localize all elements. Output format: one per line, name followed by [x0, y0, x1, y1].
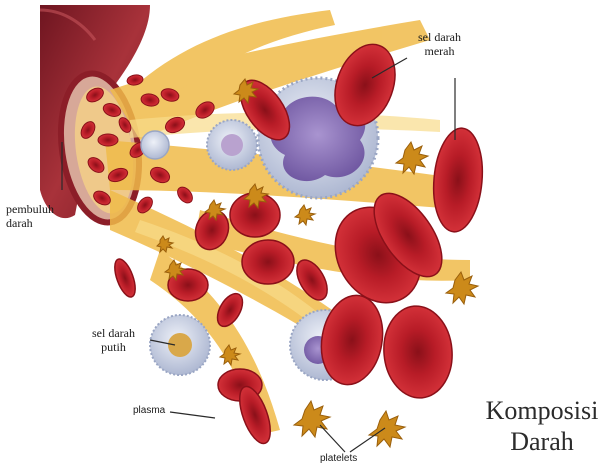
- label-blood-vessel: pembuluh darah: [6, 202, 54, 230]
- label-red-blood-cells: sel darah merah: [418, 30, 461, 58]
- diagram-title: Komposisi Darah: [474, 395, 610, 457]
- title-line-2: Darah: [474, 426, 610, 457]
- label-plasma: plasma: [133, 404, 165, 418]
- label-white-blood-cells: sel darah putih: [92, 326, 135, 354]
- title-line-1: Komposisi: [474, 395, 610, 426]
- label-platelets: platelets: [320, 452, 357, 466]
